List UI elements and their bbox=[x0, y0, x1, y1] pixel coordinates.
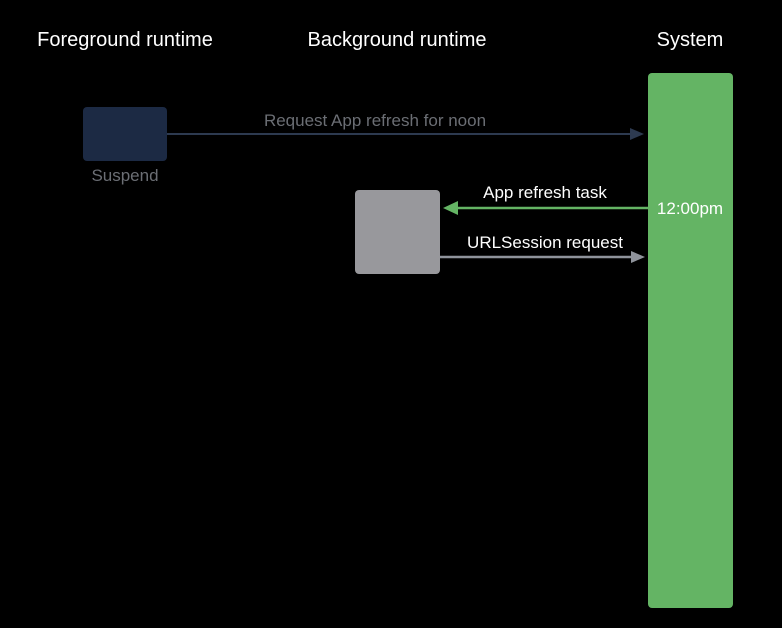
urlsession-request-arrow bbox=[440, 251, 645, 263]
background-app-box bbox=[355, 190, 440, 274]
system-bar bbox=[648, 73, 733, 608]
request-refresh-arrow bbox=[167, 128, 644, 140]
app-refresh-task-label: App refresh task bbox=[483, 183, 607, 202]
app-refresh-task-arrow-head bbox=[443, 201, 458, 215]
foreground-app-box bbox=[83, 107, 167, 161]
system-time-label: 12:00pm bbox=[656, 199, 724, 218]
urlsession-request-label: URLSession request bbox=[467, 233, 623, 252]
app-refresh-task-arrow bbox=[443, 201, 648, 215]
request-refresh-arrow-head bbox=[630, 128, 644, 140]
column-header-system: System bbox=[656, 29, 724, 51]
column-header-background: Background runtime bbox=[307, 29, 487, 51]
request-refresh-label: Request App refresh for noon bbox=[263, 111, 487, 130]
column-header-foreground: Foreground runtime bbox=[37, 29, 213, 51]
suspend-label: Suspend bbox=[91, 166, 159, 185]
urlsession-request-arrow-head bbox=[631, 251, 645, 263]
